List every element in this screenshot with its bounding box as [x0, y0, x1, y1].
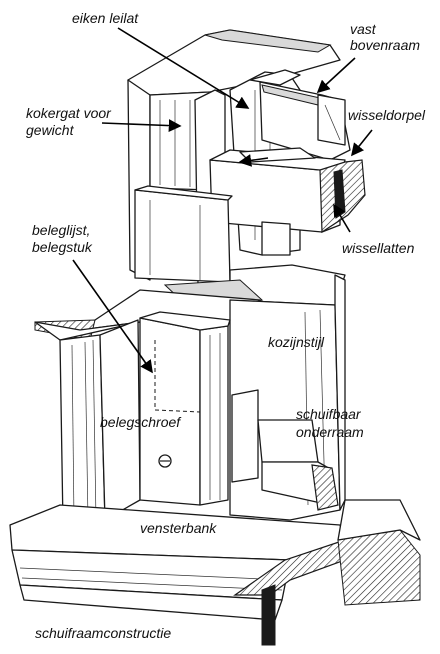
- label-onderraam: onderraam: [296, 424, 364, 440]
- label-kozijnstijl: kozijnstijl: [268, 334, 325, 350]
- label-vensterbank: vensterbank: [140, 520, 217, 536]
- meeting-rail: [209, 147, 366, 256]
- label-wissellatten: wissellatten: [342, 240, 415, 256]
- label-gewicht: gewicht: [26, 122, 74, 138]
- stop-bead-upper: [134, 185, 233, 283]
- label-leaders: [72, 27, 373, 374]
- stop-bead-lower: [139, 311, 231, 506]
- upper-sash: [259, 81, 351, 161]
- label-beleglijst: beleglijst,: [32, 222, 91, 238]
- label-bovenraam: bovenraam: [350, 37, 421, 53]
- label-belegschroef: belegschroef: [100, 414, 181, 430]
- caption: schuifraamconstructie: [35, 625, 172, 641]
- lower-frame-head: [34, 264, 346, 341]
- label-wisseldorpel: wisseldorpel: [348, 107, 426, 123]
- label-belegstuk: belegstuk: [32, 239, 92, 255]
- label-vast: vast: [350, 21, 376, 37]
- label-eiken-leilat: eiken leilat: [72, 10, 139, 26]
- left-post: [59, 319, 141, 526]
- window-sill: [9, 499, 421, 646]
- lower-sash: [231, 389, 339, 511]
- label-schuifbaar: schuifbaar: [296, 406, 361, 422]
- label-kokergat: kokergat voor: [26, 105, 111, 121]
